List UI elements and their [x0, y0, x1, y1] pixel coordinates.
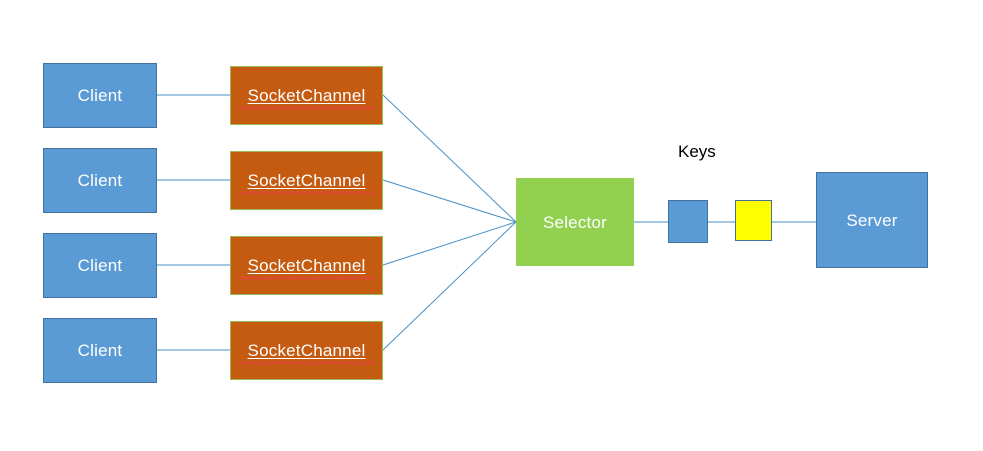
connector-channel_to_selector-3 [382, 221, 517, 266]
connector-channel_to_selector-2 [382, 179, 517, 223]
client-node-3-label: Client [77, 256, 123, 275]
spellcheck-squiggle-icon [239, 191, 374, 195]
client-node-3[interactable]: Client [43, 233, 157, 298]
client-node-4-label: Client [77, 341, 123, 360]
key-square-blue[interactable] [668, 200, 708, 243]
spellcheck-squiggle-icon [239, 361, 374, 365]
client-node-1[interactable]: Client [43, 63, 157, 128]
connector-channel_to_selector-4 [382, 221, 517, 351]
socketchannel-node-3-label: SocketChannel [247, 256, 366, 275]
socketchannel-node-4-label: SocketChannel [247, 341, 366, 360]
server-node[interactable]: Server [816, 172, 928, 268]
socketchannel-node-2[interactable]: SocketChannel [230, 151, 383, 210]
spellcheck-squiggle-icon [239, 276, 374, 280]
client-node-1-label: Client [77, 86, 123, 105]
edge-group-channel_to_selector [382, 94, 517, 351]
keys-label: Keys [678, 142, 716, 161]
client-node-2-label: Client [77, 171, 123, 190]
socketchannel-node-1-label: SocketChannel [247, 86, 366, 105]
socketchannel-node-1[interactable]: SocketChannel [230, 66, 383, 125]
spellcheck-squiggle-icon [239, 106, 374, 110]
selector-node-label: Selector [543, 212, 607, 232]
socketchannel-node-2-label: SocketChannel [247, 171, 366, 190]
connector-channel_to_selector-1 [382, 94, 517, 223]
client-node-2[interactable]: Client [43, 148, 157, 213]
socketchannel-node-3[interactable]: SocketChannel [230, 236, 383, 295]
key-square-yellow[interactable] [735, 200, 772, 241]
socketchannel-node-4[interactable]: SocketChannel [230, 321, 383, 380]
client-node-4[interactable]: Client [43, 318, 157, 383]
server-node-label: Server [846, 210, 898, 230]
edge-group-client_to_channel [157, 94, 230, 351]
selector-node[interactable]: Selector [516, 178, 634, 266]
